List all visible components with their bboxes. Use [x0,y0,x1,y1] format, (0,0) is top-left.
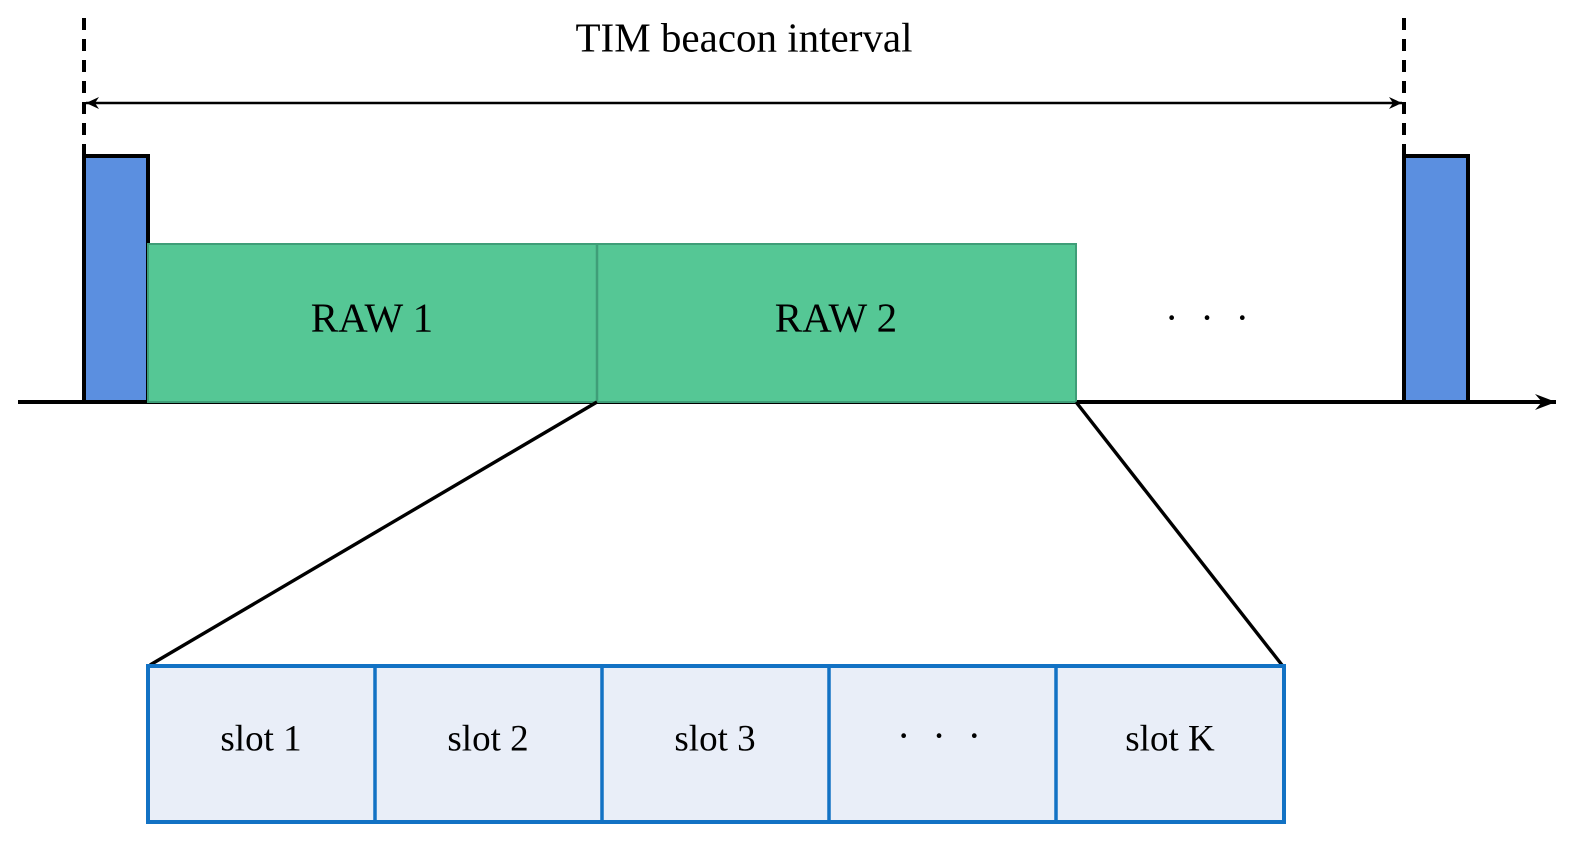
beacon-right [1402,154,1470,404]
zoom-connector-left [149,400,598,667]
slot-strip [146,664,1286,824]
beacon-left [82,154,150,404]
slot-item-k-label: slot K [1125,718,1215,759]
zoom-connector-right [1074,400,1284,667]
raw-2-label: RAW 2 [775,294,897,340]
slot-item-2-label: slot 2 [447,718,528,759]
raw-1-label: RAW 1 [311,294,433,340]
slot-item-3-label: slot 3 [674,718,755,759]
slot-item-ellipsis-label: · · · [897,713,987,758]
raw-continuation-ellipsis: · · · [1165,295,1255,340]
page-title: TIM beacon interval [576,14,913,60]
raw-block [147,243,1077,403]
slot-item-1-label: slot 1 [220,718,301,759]
